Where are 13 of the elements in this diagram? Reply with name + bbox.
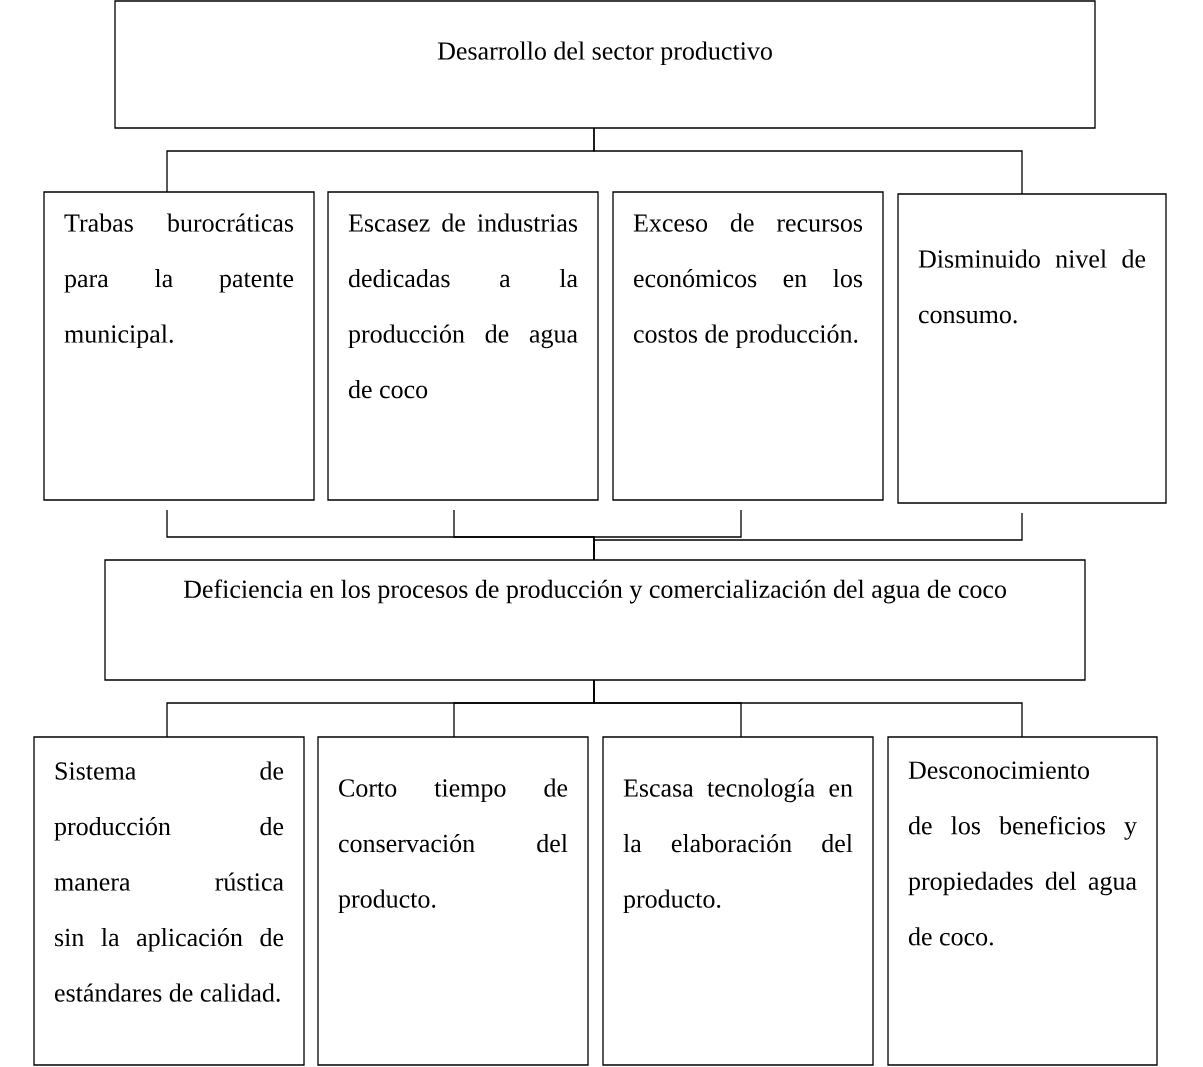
- text-box: Desconocimiento de los beneficios y propiedades del agua de coco.: [887, 736, 1158, 1066]
- text-box: Sistema de producción de manera rústica sin la aplicación de estándares de calidad.: [33, 736, 305, 1066]
- connector-line: [593, 679, 1023, 738]
- text-box: Desarrollo del sector productivo: [114, 0, 1096, 129]
- text-box: Escasa tecnología en la elaboración del producto.: [602, 736, 874, 1066]
- text-box: Corto tiempo de conservación del producto.: [317, 736, 589, 1066]
- connector-line: [593, 512, 1023, 561]
- text-box: Deficiencia en los procesos de producción y comercialización del agua de coco: [104, 559, 1086, 681]
- text-box: Trabas burocráticas para la patente municipal.: [43, 191, 315, 501]
- connector-line: [593, 127, 1023, 195]
- text-box: Escasez de industrias dedicadas a la producción de agua de coco: [327, 191, 599, 501]
- text-box: Exceso de recursos económicos en los costos de producción.: [612, 191, 884, 501]
- text-box: Disminuido nivel de consumo.: [897, 193, 1167, 504]
